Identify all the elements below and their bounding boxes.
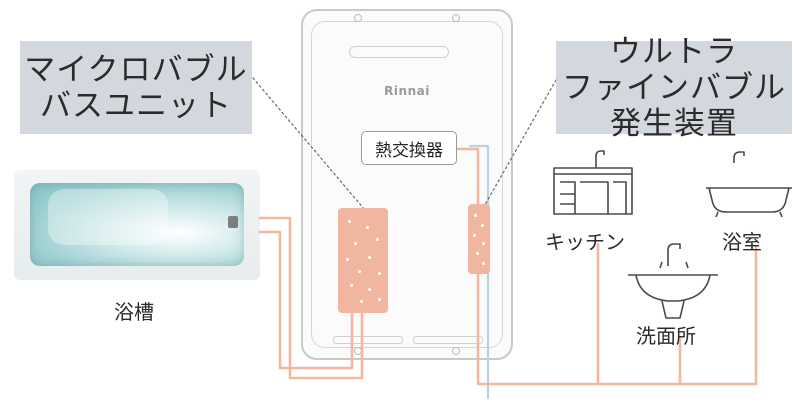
ultrafine-device-line-1: ウルトラ <box>610 33 738 70</box>
heater-slot <box>333 336 403 344</box>
bathtub-label: 浴槽 <box>114 300 154 324</box>
kitchen-icon <box>553 150 633 215</box>
heater-front-panel <box>311 21 503 348</box>
bath-circulation-pipe <box>258 230 354 370</box>
bathroom-label: 浴室 <box>722 230 762 254</box>
kitchen-label: キッチン <box>545 230 625 254</box>
cold-water-pipe <box>468 144 490 152</box>
washbasin-icon <box>628 243 718 319</box>
bathtub-fitting <box>228 216 238 228</box>
hot-water-pipe <box>678 244 758 386</box>
washroom-label: 洗面所 <box>636 324 696 348</box>
bathtub-image <box>14 170 260 280</box>
microbubble-unit-line-2: バスユニット <box>40 87 232 124</box>
callout-line-microbubble <box>252 77 366 211</box>
bath-circulation-pipe <box>258 216 364 380</box>
microbubble-unit-line-1: マイクロバブル <box>24 51 248 88</box>
ultrafine-device-line-2: ファインバブル <box>562 69 786 106</box>
hot-water-pipe <box>453 147 480 207</box>
bathtub-water <box>30 183 244 266</box>
ultrafine-device-line-3: 発生装置 <box>610 105 738 142</box>
heat-exchanger-label: 熱交換器 <box>361 131 457 165</box>
microbubble-unit-callout: マイクロバブル バスユニット <box>20 41 252 134</box>
heater-vent <box>349 46 449 58</box>
ultrafine-device-pad <box>468 204 490 274</box>
microbubble-unit-pad <box>338 208 388 313</box>
ultrafine-device-callout: ウルトラ ファインバブル 発生装置 <box>556 34 792 142</box>
bathtub-rest <box>48 189 168 245</box>
heater-screw <box>354 14 362 22</box>
hot-water-pipe <box>476 242 600 386</box>
bathtub-icon <box>706 151 792 218</box>
heater-screw <box>452 347 460 355</box>
heater-screw <box>452 14 460 22</box>
heater-brand: Rinnai <box>384 84 430 98</box>
callout-line-ultrafine <box>481 79 557 211</box>
heater-slot <box>413 336 483 344</box>
